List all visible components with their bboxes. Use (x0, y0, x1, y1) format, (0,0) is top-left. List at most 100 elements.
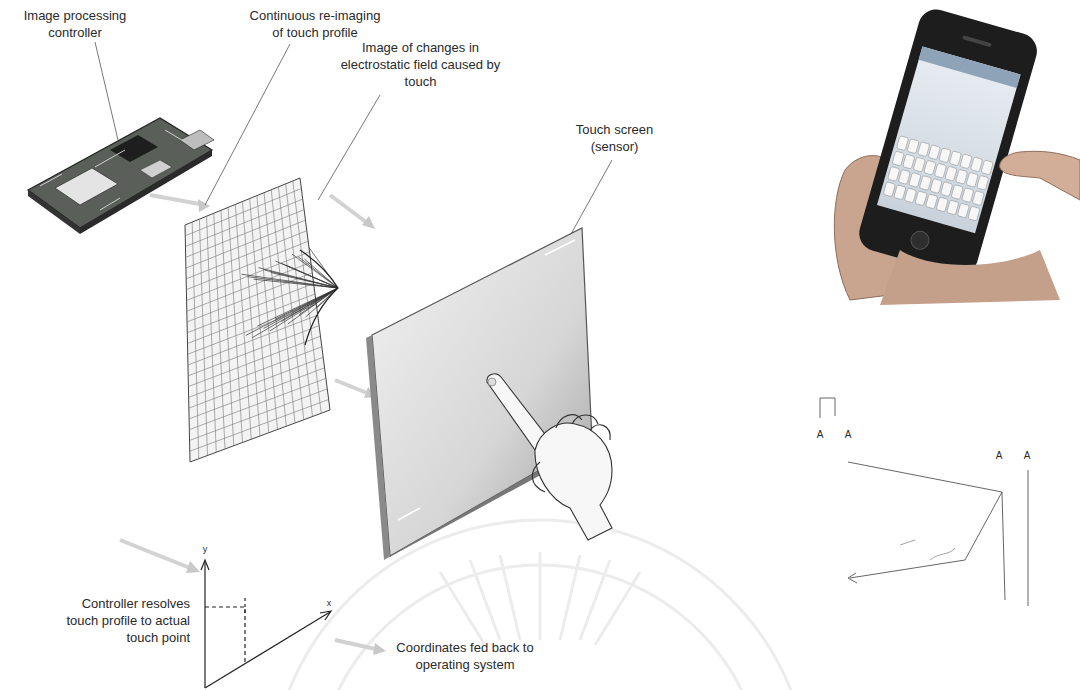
phone-key (981, 160, 993, 175)
phone-case (855, 5, 1041, 279)
field-peak-line (281, 288, 338, 322)
thumb (532, 462, 545, 492)
seal-ring (270, 520, 810, 690)
arrowhead (186, 561, 200, 573)
callout-label: Coordinates fed back to operating system (385, 640, 545, 674)
phone-key (947, 200, 959, 215)
mesh-line (189, 368, 324, 419)
arrowhead (198, 199, 210, 212)
field-peak (300, 250, 338, 345)
phone-key (939, 148, 951, 163)
hand-drawing (487, 374, 612, 540)
mesh-line (189, 357, 323, 408)
pointing-finger (1000, 151, 1080, 200)
field-peak-line (252, 288, 338, 338)
phone-speaker (962, 35, 992, 47)
phone-photo (834, 5, 1080, 305)
axis-letter: A (842, 428, 854, 441)
phone-keyboard (883, 136, 993, 221)
scribble (900, 540, 955, 560)
flow-arrow (120, 540, 195, 570)
home-button (909, 229, 931, 251)
outline-line (850, 492, 1002, 578)
phone-key (949, 151, 961, 166)
mesh-line (190, 389, 328, 441)
phone-key (883, 182, 895, 197)
phone-key (909, 172, 921, 187)
phone-key (888, 166, 900, 181)
x-axis (205, 612, 330, 688)
field-peak-line (275, 288, 338, 319)
phone-key (918, 142, 930, 157)
flow-arrow (330, 195, 370, 225)
phone-screen (877, 46, 1021, 233)
phone-key (968, 206, 980, 221)
flow-arrow (150, 195, 205, 205)
board-trace (40, 130, 185, 210)
axis-letter: A (1021, 449, 1033, 462)
axis-letter: x (322, 598, 336, 610)
chip (55, 168, 118, 205)
callout-label: Touch screen (sensor) (567, 122, 662, 156)
connector (180, 130, 214, 150)
palm-base (880, 250, 1060, 305)
field-peak-line (246, 288, 338, 335)
phone-key (907, 139, 919, 154)
phone-key (972, 191, 984, 206)
controller-board (28, 118, 214, 234)
axis-arrow (201, 560, 209, 570)
leader-line (95, 42, 118, 140)
phone-key (919, 176, 931, 191)
flow-arrow (335, 640, 380, 650)
mesh-line (186, 241, 308, 289)
palm (535, 423, 612, 540)
mesh-line (188, 294, 316, 344)
mesh-line (189, 347, 322, 398)
phone-key (957, 203, 969, 218)
phone-body (855, 5, 1041, 279)
phone-key (898, 169, 910, 184)
phone-key (960, 154, 972, 169)
phone-key (924, 160, 936, 175)
phone-key (896, 136, 908, 151)
screen-edge (366, 335, 390, 560)
coordinate-dash (205, 607, 245, 664)
field-peak-line (270, 288, 338, 331)
axis-letter: A (814, 428, 826, 441)
phone-key (892, 151, 904, 166)
phone-key (894, 185, 906, 200)
arrowhead (848, 573, 857, 583)
arrowhead (362, 216, 375, 229)
phone-key (970, 157, 982, 172)
callout-label: Controller resolves touch profile to act… (55, 596, 190, 647)
outline-line (848, 462, 1005, 600)
phone-key (913, 157, 925, 172)
phone-key (903, 154, 915, 169)
component (140, 160, 172, 178)
phone-key (966, 172, 978, 187)
mesh-line (188, 326, 319, 376)
phone-key (934, 163, 946, 178)
touch-screen (366, 228, 594, 560)
phone-key (962, 188, 974, 203)
field-peak-line (299, 288, 338, 315)
touch-point (488, 378, 496, 386)
callout-label: Image processing controller (0, 8, 150, 42)
leader-line (205, 44, 290, 205)
field-peak-line (288, 288, 338, 324)
phone-key (925, 194, 937, 209)
phone-key (936, 197, 948, 212)
phone-key (930, 179, 942, 194)
mesh-line (188, 336, 320, 386)
phone-key (915, 191, 927, 206)
phone-key (977, 175, 989, 190)
coordinate-graph (201, 560, 331, 688)
mesh-line (186, 220, 306, 268)
field-mesh (185, 178, 338, 462)
mesh-frame (185, 178, 330, 462)
watermark-seal (270, 520, 810, 690)
axis-letter: A (993, 449, 1005, 462)
phone-key (951, 185, 963, 200)
